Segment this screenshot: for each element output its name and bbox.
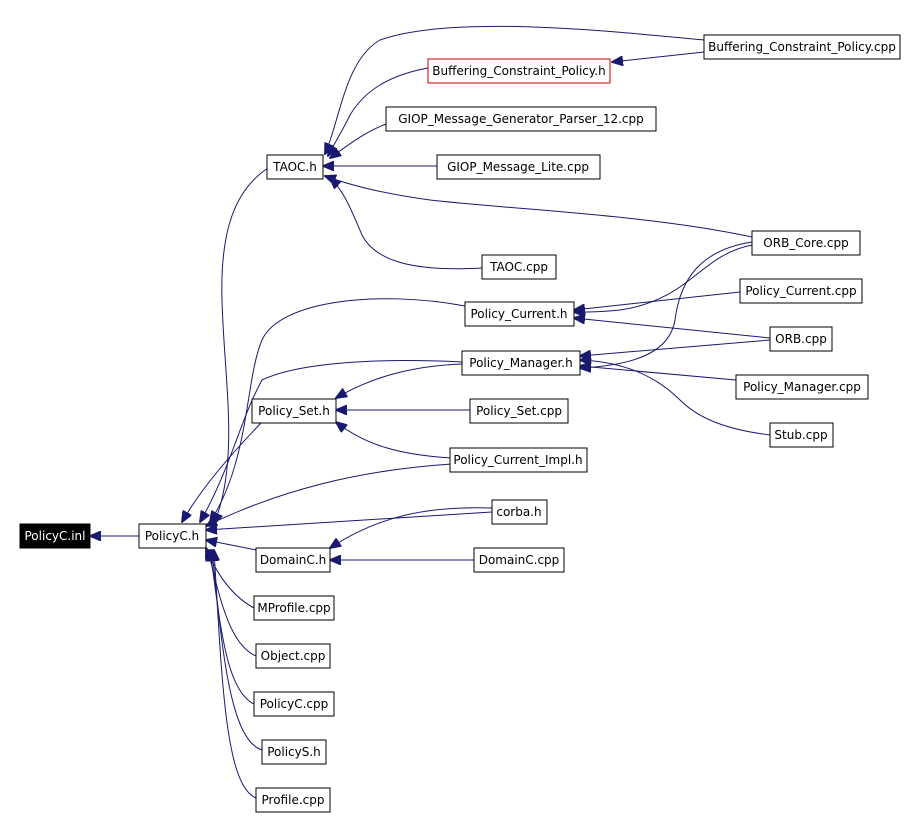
edge-domainc-h-to-policyc-h	[206, 540, 257, 551]
node-pman-h[interactable]: Policy_Manager.h	[461, 350, 581, 376]
node-label: Policy_Current_Impl.h	[453, 453, 582, 467]
edges	[90, 25, 771, 799]
edge-profile-to-policyc-h	[214, 550, 257, 799]
node-label: GIOP_Message_Generator_Parser_12.cpp	[398, 112, 644, 126]
node-object-cpp[interactable]: Object.cpp	[255, 643, 331, 669]
node-label: Policy_Manager.h	[469, 356, 572, 370]
node-label: Policy_Current.cpp	[745, 284, 856, 298]
node-label: PolicyC.h	[145, 529, 199, 543]
edge-taoc-cpp-to-taoc-h	[330, 178, 483, 270]
node-label: Policy_Current.h	[470, 307, 567, 321]
edge-giop-mgp-to-taoc-h	[330, 123, 387, 158]
node-corba-h[interactable]: corba.h	[491, 499, 548, 525]
node-pman-cpp[interactable]: Policy_Manager.cpp	[735, 374, 869, 400]
edge-bcp-h-to-taoc-h	[328, 67, 429, 156]
node-pset-cpp[interactable]: Policy_Set.cpp	[469, 398, 569, 424]
node-taoc-cpp[interactable]: TAOC.cpp	[481, 254, 557, 280]
node-label: ORB_Core.cpp	[763, 236, 848, 250]
node-label: GIOP_Message_Lite.cpp	[447, 160, 589, 174]
edge-bcp-cpp-to-bcp-h	[612, 51, 705, 62]
edge-orb-core-to-taoc-h	[325, 176, 753, 238]
edge-corba-h-to-domainc-h	[330, 507, 493, 548]
node-label: Buffering_Constraint_Policy.h	[432, 64, 605, 78]
node-bcp-h[interactable]: Buffering_Constraint_Policy.h	[427, 58, 611, 84]
node-mprofile-cpp[interactable]: MProfile.cpp	[253, 595, 335, 621]
node-policyc-h[interactable]: PolicyC.h	[138, 523, 207, 549]
edge-corba-h-to-policyc-h	[206, 511, 493, 530]
node-policyc-inl[interactable]: PolicyC.inl	[19, 523, 91, 549]
edge-taoc-h-to-policyc-h	[214, 167, 269, 524]
node-policyc-cpp[interactable]: PolicyC.cpp	[253, 691, 335, 717]
edge-bcp-cpp-to-taoc-h	[325, 25, 705, 154]
node-label: ORB.cpp	[775, 332, 827, 346]
edge-pcimpl-h-to-pset-h	[336, 422, 453, 459]
node-label: Policy_Set.cpp	[476, 404, 562, 418]
node-label: Stub.cpp	[774, 428, 827, 442]
node-pcur-cpp[interactable]: Policy_Current.cpp	[739, 278, 863, 304]
node-label: DomainC.h	[260, 553, 326, 567]
edge-orb-cpp-to-pman-h	[580, 339, 771, 356]
edge-pcur-cpp-to-pcur-h	[574, 291, 741, 310]
edge-pcimpl-h-to-policyc-h	[206, 463, 453, 526]
node-pset-h[interactable]: Policy_Set.h	[251, 398, 337, 424]
node-label: Policy_Set.h	[258, 404, 330, 418]
node-label: DomainC.cpp	[479, 553, 560, 567]
node-orb-cpp[interactable]: ORB.cpp	[769, 326, 833, 352]
node-taoc-h[interactable]: TAOC.h	[266, 154, 324, 180]
edge-pset-h-to-policyc-h	[182, 421, 263, 522]
node-stub-cpp[interactable]: Stub.cpp	[769, 422, 834, 448]
node-label: Buffering_Constraint_Policy.cpp	[708, 40, 896, 54]
node-giop-mgp[interactable]: GIOP_Message_Generator_Parser_12.cpp	[385, 106, 657, 132]
edge-policys-to-policyc-h	[212, 550, 263, 751]
node-label: MProfile.cpp	[257, 601, 330, 615]
node-label: TAOC.cpp	[489, 260, 548, 274]
edge-pman-cpp-to-pman-h	[580, 366, 737, 381]
node-label: Policy_Manager.cpp	[743, 380, 861, 394]
node-giop-lite[interactable]: GIOP_Message_Lite.cpp	[436, 154, 601, 180]
node-label: Profile.cpp	[262, 793, 325, 807]
node-label: PolicyC.cpp	[260, 697, 329, 711]
node-label: PolicyS.h	[267, 745, 321, 759]
node-domainc-h[interactable]: DomainC.h	[255, 547, 331, 573]
edge-orb-core-to-pman-h	[580, 241, 753, 368]
edge-pman-h-to-pset-h	[336, 363, 463, 398]
node-policys-h[interactable]: PolicyS.h	[261, 739, 327, 765]
edge-orb-core-to-pcur-h	[574, 244, 753, 312]
node-pcimpl-h[interactable]: Policy_Current_Impl.h	[449, 447, 588, 473]
node-label: TAOC.h	[272, 160, 317, 174]
node-pcur-h[interactable]: Policy_Current.h	[464, 301, 575, 327]
node-label: Object.cpp	[261, 649, 326, 663]
node-orb-core[interactable]: ORB_Core.cpp	[751, 230, 861, 256]
edge-pman-h-to-policyc-h	[200, 360, 463, 522]
node-label: corba.h	[496, 505, 541, 519]
node-profile-cpp[interactable]: Profile.cpp	[255, 787, 331, 813]
node-domainc-cpp[interactable]: DomainC.cpp	[473, 547, 565, 573]
node-label: PolicyC.inl	[25, 529, 86, 543]
nodes: PolicyC.inl PolicyC.h TAOC.h Buffering_C…	[19, 34, 901, 813]
edge-policyc-cpp-to-policyc-h	[210, 550, 255, 705]
edge-pcur-h-to-policyc-h	[210, 298, 466, 522]
node-bcp-cpp[interactable]: Buffering_Constraint_Policy.cpp	[703, 34, 901, 60]
edge-stub-cpp-to-pman-h	[580, 360, 771, 436]
edge-orb-cpp-to-pcur-h	[574, 318, 771, 339]
